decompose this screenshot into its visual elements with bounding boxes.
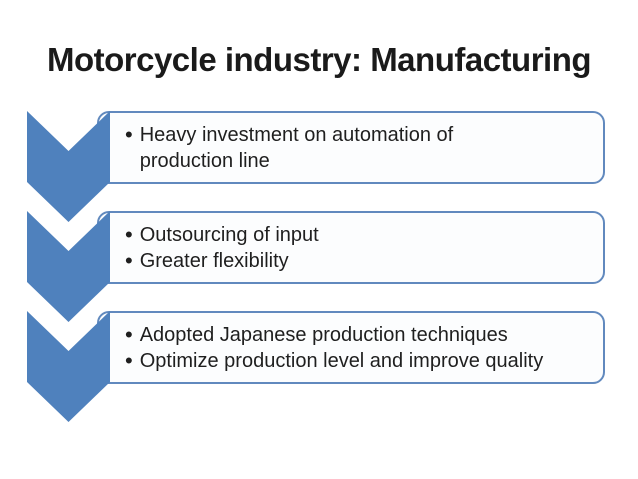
bullet-glyph: • <box>125 121 133 147</box>
bullet-item: • Adopted Japanese production techniques <box>125 322 595 348</box>
bullet-item: • Outsourcing of input <box>125 222 595 248</box>
bullet-glyph: • <box>125 321 133 347</box>
bullet-glyph: • <box>125 347 133 373</box>
bullet-text: Adopted Japanese production techniques <box>139 323 508 346</box>
bullet-text: Outsourcing of input <box>139 223 319 246</box>
bullet-glyph: • <box>125 247 133 273</box>
chevron-list-box-2: • Outsourcing of input • Greater flexibilit… <box>97 211 605 284</box>
bullet-glyph: • <box>125 221 133 247</box>
bullet-text: Optimize production level and improve qu… <box>139 349 544 372</box>
chevron-list-box-3: •Adopted Japanese production techniques•… <box>97 311 605 384</box>
bullet-item: • Optimize production level and improve q… <box>125 348 595 374</box>
bullet-item: • Greater flexibility <box>125 248 595 274</box>
slide-title: Motorcycle industry: Manufacturing <box>46 41 592 78</box>
bullet-text: Greater flexibility <box>139 249 289 272</box>
